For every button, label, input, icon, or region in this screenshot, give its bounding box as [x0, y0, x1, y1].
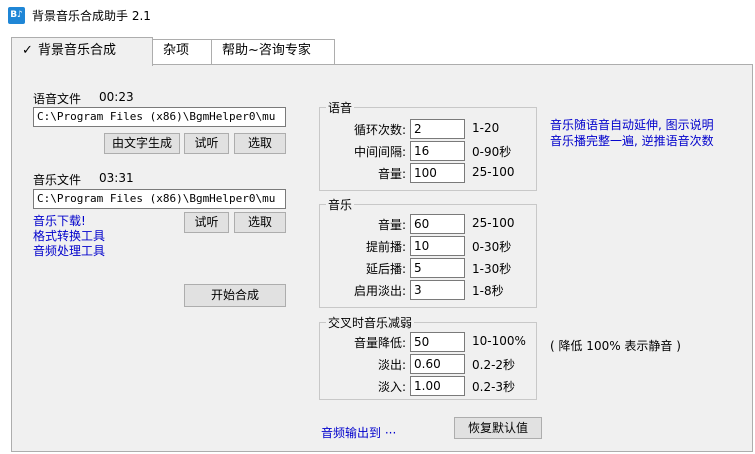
voice-note-line2[interactable]: 音乐播完整一遍, 逆推语音次数	[550, 134, 714, 148]
window-title: 背景音乐合成助手 2.1	[32, 9, 151, 23]
fadeout-enable-label: 启用淡出:	[353, 284, 406, 298]
music-volume-range: 25-100	[472, 216, 515, 230]
voice-listen-button[interactable]: 试听	[184, 133, 229, 154]
music-duration: 03:31	[99, 171, 134, 185]
voice-note-line1[interactable]: 音乐随语音自动延伸, 图示说明	[550, 118, 714, 132]
tab-panel: 语音文件 00:23 C:\Program Files (x86)\BgmHel…	[11, 64, 753, 452]
tab-label: 帮助~咨询专家	[222, 43, 311, 58]
voice-duration: 00:23	[99, 90, 134, 104]
music-select-button[interactable]: 选取	[234, 212, 286, 233]
post-play-input[interactable]: 5	[410, 258, 465, 278]
music-settings-group: 音乐 音量: 60 25-100 提前播: 10 0-30秒 延后播: 5 1-…	[319, 196, 537, 308]
voice-path-field[interactable]: C:\Program Files (x86)\BgmHelper0\mu	[33, 107, 286, 127]
voice-file-label: 语音文件	[33, 92, 82, 106]
group-title: 音乐	[326, 196, 355, 213]
voice-settings-group: 语音 循环次数: 2 1-20 中间间隔: 16 0-90秒 音量: 100 2…	[319, 99, 537, 191]
music-file-label: 音乐文件	[33, 173, 82, 187]
voice-volume-range: 25-100	[472, 165, 515, 179]
audio-output-link[interactable]: 音频输出到 ···	[321, 426, 397, 440]
volume-reduce-range: 10-100%	[472, 334, 526, 348]
fade-in-label: 淡入:	[377, 380, 406, 394]
voice-select-button[interactable]: 选取	[234, 133, 286, 154]
interval-label: 中间间隔:	[353, 145, 406, 159]
fade-in-input[interactable]: 1.00	[410, 376, 465, 396]
reset-defaults-button[interactable]: 恢复默认值	[454, 417, 542, 439]
fade-out-range: 0.2-2秒	[472, 358, 516, 372]
interval-range: 0-90秒	[472, 145, 512, 159]
group-title: 交叉时音乐减弱	[326, 314, 415, 331]
music-volume-input[interactable]: 60	[410, 214, 465, 234]
loop-count-label: 循环次数:	[353, 123, 406, 137]
tab-misc[interactable]: 杂项	[152, 39, 212, 65]
app-icon: B♪	[8, 7, 25, 24]
pre-play-range: 0-30秒	[472, 240, 512, 254]
voice-volume-label: 音量:	[377, 167, 406, 181]
pre-play-input[interactable]: 10	[410, 236, 465, 256]
post-play-label: 延后播:	[365, 262, 406, 276]
tab-help[interactable]: 帮助~咨询专家	[211, 39, 335, 65]
fade-out-label: 淡出:	[377, 358, 406, 372]
audio-process-link[interactable]: 音频处理工具	[33, 244, 106, 258]
volume-reduce-input[interactable]: 50	[410, 332, 465, 352]
tab-strip: ✓ 背景音乐合成 杂项 帮助~咨询专家	[0, 31, 755, 66]
loop-count-range: 1-20	[472, 121, 500, 135]
fade-in-range: 0.2-3秒	[472, 380, 516, 394]
crossfade-note: ( 降低 100% 表示静音 )	[550, 339, 681, 353]
tab-bgm-compose[interactable]: ✓ 背景音乐合成	[11, 37, 153, 66]
loop-count-input[interactable]: 2	[410, 119, 465, 139]
post-play-range: 1-30秒	[472, 262, 512, 276]
checkmark-icon: ✓	[22, 43, 33, 58]
text-to-speech-button[interactable]: 由文字生成	[104, 133, 180, 154]
tab-label: 背景音乐合成	[38, 43, 117, 58]
fade-out-input[interactable]: 0.60	[410, 354, 465, 374]
format-convert-link[interactable]: 格式转换工具	[33, 229, 106, 243]
title-bar: B♪ 背景音乐合成助手 2.1	[0, 0, 755, 31]
interval-input[interactable]: 16	[410, 141, 465, 161]
tab-label: 杂项	[163, 43, 190, 58]
music-listen-button[interactable]: 试听	[184, 212, 229, 233]
fadeout-enable-input[interactable]: 3	[410, 280, 465, 300]
music-volume-label: 音量:	[377, 218, 406, 232]
group-title: 语音	[326, 99, 355, 116]
volume-reduce-label: 音量降低:	[353, 336, 406, 350]
music-download-link[interactable]: 音乐下载!	[33, 214, 86, 228]
fadeout-enable-range: 1-8秒	[472, 284, 504, 298]
crossfade-group: 交叉时音乐减弱 音量降低: 50 10-100% 淡出: 0.60 0.2-2秒…	[319, 314, 537, 400]
start-compose-button[interactable]: 开始合成	[184, 284, 286, 307]
voice-volume-input[interactable]: 100	[410, 163, 465, 183]
pre-play-label: 提前播:	[365, 240, 406, 254]
music-path-field[interactable]: C:\Program Files (x86)\BgmHelper0\mu	[33, 189, 286, 209]
